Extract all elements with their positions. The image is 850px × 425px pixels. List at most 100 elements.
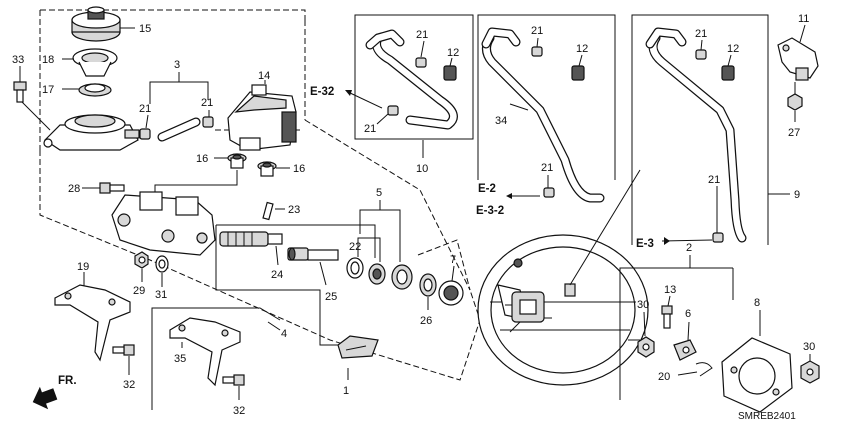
hose-10 — [365, 29, 458, 130]
bracket-11 — [777, 37, 819, 81]
nut-30a — [637, 336, 655, 358]
reservoir-cap — [71, 6, 121, 42]
callout-13: 13 — [664, 284, 676, 296]
reservoir-strainer — [72, 48, 118, 77]
callout-35: 35 — [174, 353, 186, 365]
master-cylinder-outline — [39, 119, 481, 381]
hose-34 — [481, 27, 605, 203]
callout-32-a: 32 — [123, 379, 135, 391]
piston-25 — [287, 247, 339, 261]
callout-15: 15 — [139, 23, 151, 35]
hose-box-34 — [477, 14, 616, 180]
bolt-33 — [13, 81, 27, 103]
brake-booster — [477, 234, 649, 386]
reservoir-seal — [78, 83, 112, 97]
callout-21-g: 21 — [695, 28, 707, 40]
front-label: FR. — [58, 375, 77, 387]
grommet-16b — [257, 161, 277, 177]
seal-7 — [438, 280, 464, 306]
piston-24 — [219, 231, 283, 247]
seal-cup-22 — [368, 263, 386, 285]
callout-3: 3 — [174, 59, 180, 71]
callout-17: 17 — [42, 84, 54, 96]
callout-18: 18 — [42, 54, 54, 66]
callout-27: 27 — [788, 127, 800, 139]
callout-12-c: 12 — [727, 43, 739, 55]
front-direction-arrow — [32, 386, 58, 410]
repair-kit — [337, 335, 379, 359]
bracket-35-box — [151, 307, 281, 410]
reservoir-body — [43, 114, 140, 151]
callout-1: 1 — [343, 385, 349, 397]
hose-9 — [645, 27, 747, 243]
callout-20: 20 — [658, 371, 670, 383]
callout-30-a: 30 — [637, 299, 649, 311]
diagram-code: SMREB2401 — [738, 411, 796, 422]
callout-28: 28 — [68, 183, 80, 195]
bolt-28 — [99, 182, 125, 194]
callout-12-a: 12 — [447, 47, 459, 59]
callout-6: 6 — [685, 308, 691, 320]
pin-13 — [661, 305, 673, 329]
callout-25: 25 — [325, 291, 337, 303]
callout-26: 26 — [420, 315, 432, 327]
callout-21-e: 21 — [531, 25, 543, 37]
callout-21-d: 21 — [364, 123, 376, 135]
gasket-8 — [721, 337, 793, 413]
ref-e32-arrow — [345, 90, 383, 109]
callout-19: 19 — [77, 261, 89, 273]
callout-34: 34 — [495, 115, 507, 127]
callout-31: 31 — [155, 289, 167, 301]
callout-21-f: 21 — [541, 162, 553, 174]
reservoir-group — [39, 9, 306, 150]
washer-31 — [155, 255, 169, 273]
callout-21-h: 21 — [708, 174, 720, 186]
callout-24: 24 — [271, 269, 283, 281]
hose-box-10 — [354, 14, 474, 140]
ref-e2: E-2 — [478, 183, 496, 195]
callout-11: 11 — [798, 13, 809, 25]
callout-33: 33 — [12, 54, 24, 66]
callout-8: 8 — [754, 297, 760, 309]
ref-e2-arrow — [506, 193, 540, 199]
ref-e3: E-3 — [636, 238, 654, 250]
callout-30-b: 30 — [803, 341, 815, 353]
callout-7: 7 — [450, 254, 456, 266]
callout-12-b: 12 — [576, 43, 588, 55]
callout-16-a: 16 — [196, 153, 208, 165]
seal-26 — [419, 273, 437, 297]
callout-23: 23 — [288, 204, 300, 216]
callout-10: 10 — [416, 163, 428, 175]
nut-30b — [800, 360, 820, 384]
master-cylinder-body — [111, 191, 216, 256]
ref-e3-2: E-3-2 — [476, 205, 504, 217]
reservoir-hose — [139, 116, 214, 142]
callout-14: 14 — [258, 70, 270, 82]
remote-reservoir — [227, 84, 297, 151]
callout-21-b: 21 — [201, 97, 213, 109]
callout-29: 29 — [133, 285, 145, 297]
hose-box-9 — [631, 14, 769, 245]
callout-21-c: 21 — [416, 29, 428, 41]
bolt-32a — [112, 344, 135, 356]
ref-e3-arrow — [661, 237, 713, 245]
callout-22: 22 — [349, 241, 361, 253]
nut-29 — [134, 251, 149, 269]
callout-4: 4 — [281, 328, 287, 340]
seal-ring-22 — [346, 257, 364, 279]
seal-5 — [391, 264, 413, 290]
callout-21-a: 21 — [139, 103, 151, 115]
callout-32-b: 32 — [233, 405, 245, 417]
callout-2: 2 — [686, 242, 692, 254]
pin-23 — [262, 201, 274, 221]
ref-e32: E-32 — [310, 86, 334, 98]
callout-9: 9 — [794, 189, 800, 201]
bracket-19 — [54, 284, 131, 362]
bolt-32b — [222, 374, 245, 386]
clip-20 — [695, 362, 713, 377]
nut-27 — [787, 93, 803, 111]
callout-16-b: 16 — [293, 163, 305, 175]
clevis-6 — [673, 339, 697, 361]
grommet-16a — [227, 153, 247, 169]
